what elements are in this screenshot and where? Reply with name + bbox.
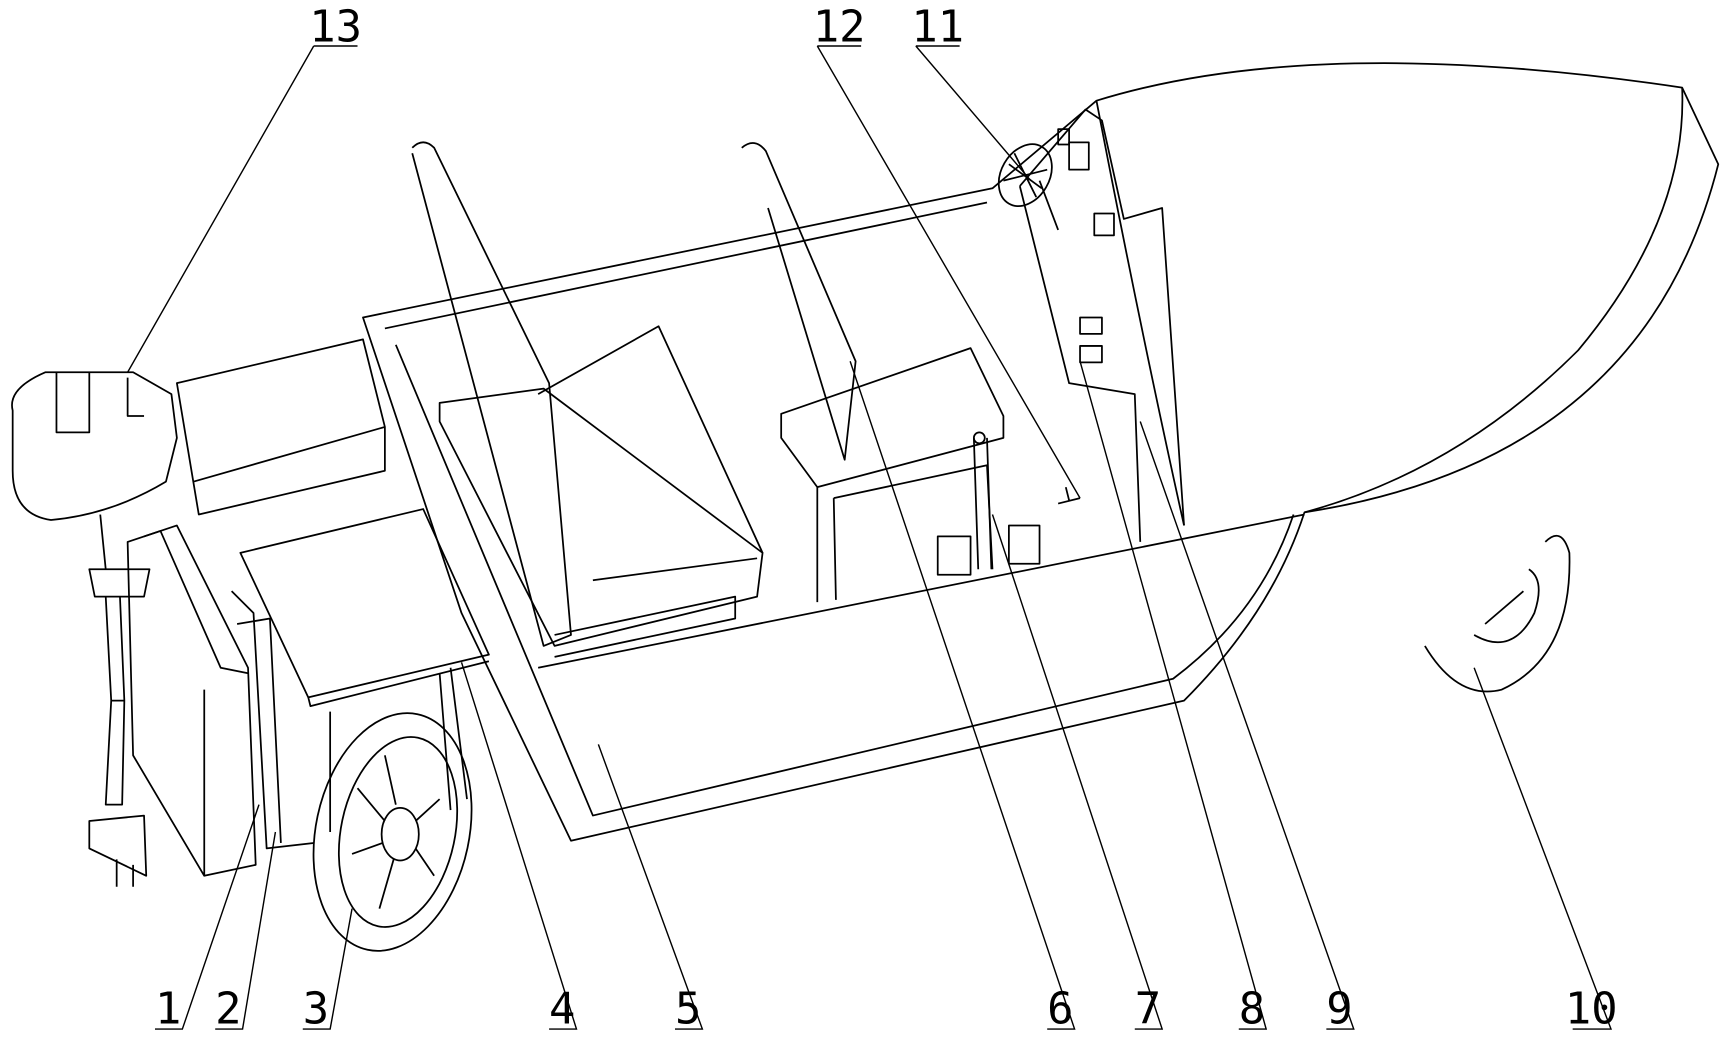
front-wheel [1425, 536, 1570, 692]
label-11: 11 [911, 2, 964, 53]
label-8: 8 [1239, 984, 1265, 1035]
label-6: 6 [1047, 984, 1073, 1035]
label-3: 3 [303, 984, 329, 1035]
rear-wheel [293, 698, 493, 965]
motor-assembly [12, 339, 385, 886]
label-1: 1 [155, 984, 181, 1035]
rear-seat [412, 142, 762, 657]
part-labels: 13 12 11 1 2 3 4 5 6 7 8 9 10 [155, 2, 1618, 1035]
gear-levers [938, 432, 1080, 574]
front-seat [742, 143, 1004, 602]
label-2: 2 [215, 984, 241, 1035]
battery-box [128, 525, 256, 875]
label-12: 12 [813, 2, 866, 53]
label-5: 5 [675, 984, 701, 1035]
cover-plate [232, 509, 489, 848]
hull [363, 63, 1718, 841]
label-13: 13 [309, 2, 362, 53]
label-4: 4 [549, 984, 575, 1035]
label-7: 7 [1135, 984, 1161, 1035]
label-10: 10 [1565, 984, 1618, 1035]
label-9: 9 [1326, 984, 1352, 1035]
dashboard-controls [1058, 129, 1114, 362]
leader-lines [128, 46, 1611, 1029]
